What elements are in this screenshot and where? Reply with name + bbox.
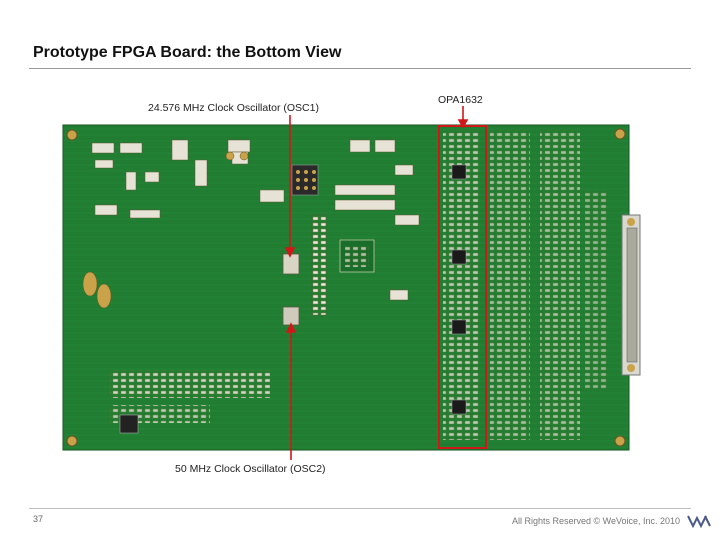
opa-channel-columns: [443, 130, 607, 440]
opa-chips: [451, 164, 467, 415]
wevoice-logo-icon: [686, 513, 712, 534]
page-number: 37: [33, 514, 44, 524]
copyright-text: All Rights Reserved © WeVoice, Inc. 2010: [511, 516, 680, 526]
footer-divider: [29, 508, 691, 509]
osc1-oscillator: [282, 253, 300, 275]
slide-title: Prototype FPGA Board: the Bottom View: [33, 44, 342, 61]
mounting-holes: [66, 128, 626, 447]
title-divider: [29, 68, 691, 69]
dsub-connector: [621, 214, 641, 376]
middle-components: [334, 139, 420, 301]
left-components: [91, 139, 285, 219]
bottom-ic: [119, 414, 139, 434]
callout-osc1-label: 24.576 MHz Clock Oscillator (OSC1): [148, 102, 319, 114]
callout-opa-label: OPA1632: [438, 94, 483, 106]
callout-osc2-label: 50 MHz Clock Oscillator (OSC2): [175, 463, 326, 475]
left-pads: [82, 151, 249, 309]
callout-arrows: [284, 106, 469, 460]
